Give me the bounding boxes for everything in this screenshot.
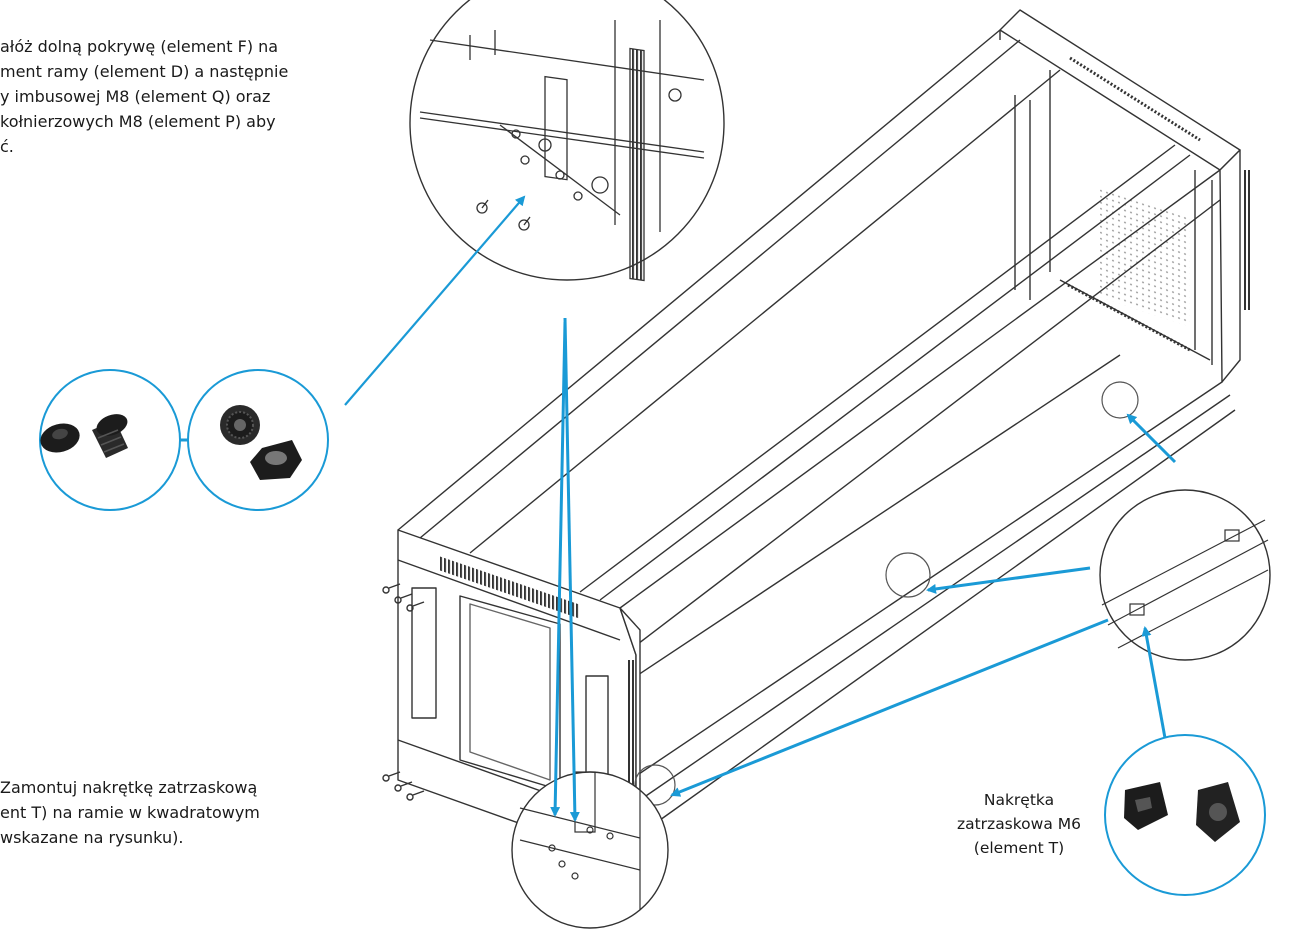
leader-hole-mid (926, 566, 1091, 594)
leader-hole-rear (1126, 413, 1177, 464)
leader-parts-to-zoom (344, 195, 526, 406)
highlight-front-square-hole (634, 764, 676, 806)
zoom-bottom-cover (409, 0, 725, 282)
instruction-cage-nut: Zamontuj nakrętkę zatrzaskową ent T) na … (0, 778, 260, 847)
highlight-circles (634, 381, 1139, 806)
highlight-rear-square-hole (1101, 381, 1139, 419)
nut-part-callout (187, 369, 329, 511)
cage-nut-callout (1104, 734, 1266, 896)
zoom-square-hole (1099, 489, 1271, 661)
m8-flange-nut-icon (220, 405, 302, 480)
leader-lines (344, 195, 1177, 822)
instruction-bottom-cover: ałóż dolną pokrywę (element F) na ment r… (0, 37, 289, 156)
leader-hole-front (670, 618, 1109, 797)
cage-nut-label: Nakrętka zatrzaskowa M6 (element T) (956, 791, 1082, 857)
m8-hex-bolt-icon (40, 414, 128, 458)
highlight-mid-square-hole (885, 552, 931, 598)
leader-zoom-down-2 (550, 321, 567, 817)
bolt-part-callout (39, 369, 181, 511)
rear-frame (999, 9, 1250, 383)
m6-cage-nut-icon (1124, 782, 1240, 842)
leader-cagenut-up (1141, 626, 1167, 739)
zoom-front-corner (511, 771, 669, 929)
leader-zoom-down-1 (563, 317, 580, 822)
